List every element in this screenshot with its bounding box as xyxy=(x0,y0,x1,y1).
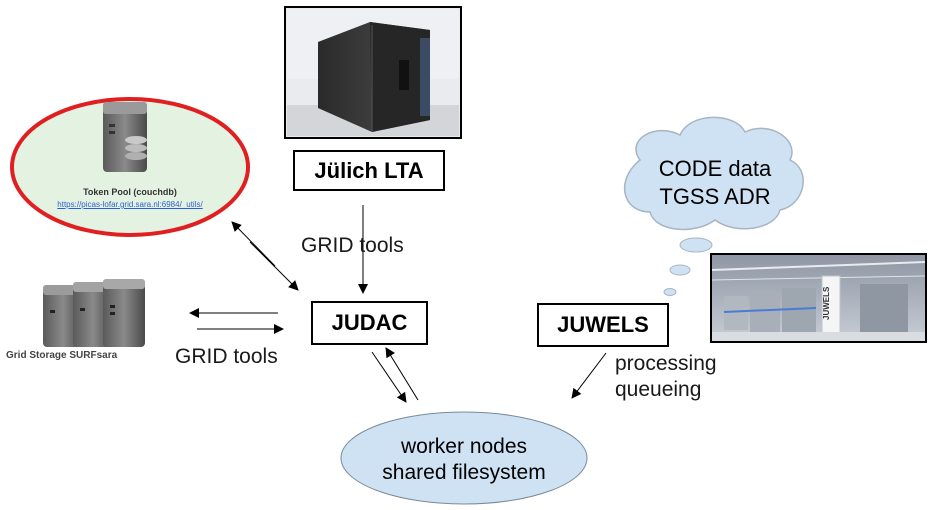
token-pool-graphic xyxy=(10,97,250,237)
cloud-line-2: TGSS ADR xyxy=(659,184,771,209)
grid-storage-servers-graphic xyxy=(43,279,145,347)
judac-box: JUDAC xyxy=(311,301,428,345)
token-pool-caption: Token Pool (couchdb) xyxy=(83,187,177,197)
juwels-supercomputer-photo xyxy=(710,253,927,343)
token-pool-url: https://picas-lofar.grid.sara.nl:6984/_u… xyxy=(57,200,203,209)
grid-tools-top-label: GRID tools xyxy=(301,234,404,257)
grid-storage-caption: Grid Storage SURFsara xyxy=(6,350,118,361)
julich-lta-box: Jülich LTA xyxy=(293,150,445,191)
arrow-juwels-to-worker xyxy=(571,352,607,399)
cloud-line-1: CODE data xyxy=(658,156,772,181)
juwels-rack-label: JUWELS xyxy=(822,286,831,320)
thought-bubbles xyxy=(663,237,713,296)
worker-line-1: worker nodes xyxy=(400,435,528,458)
arrow-judac-to-tokenpool xyxy=(231,221,276,267)
processing-label: processing xyxy=(615,352,717,375)
grid-tools-left-label: GRID tools xyxy=(175,345,278,368)
juwels-box: JUWELS xyxy=(537,303,669,347)
worker-nodes-ellipse xyxy=(340,411,588,505)
julich-supercomputer-photo xyxy=(284,6,462,139)
queueing-label: queueing xyxy=(615,378,702,401)
worker-line-2: shared filesystem xyxy=(382,461,546,484)
code-data-cloud xyxy=(623,116,804,231)
arrow-worker-to-judac xyxy=(385,347,419,401)
arrow-judac-to-worker xyxy=(371,351,407,403)
arrow-tokenpool-to-judac xyxy=(249,241,299,291)
